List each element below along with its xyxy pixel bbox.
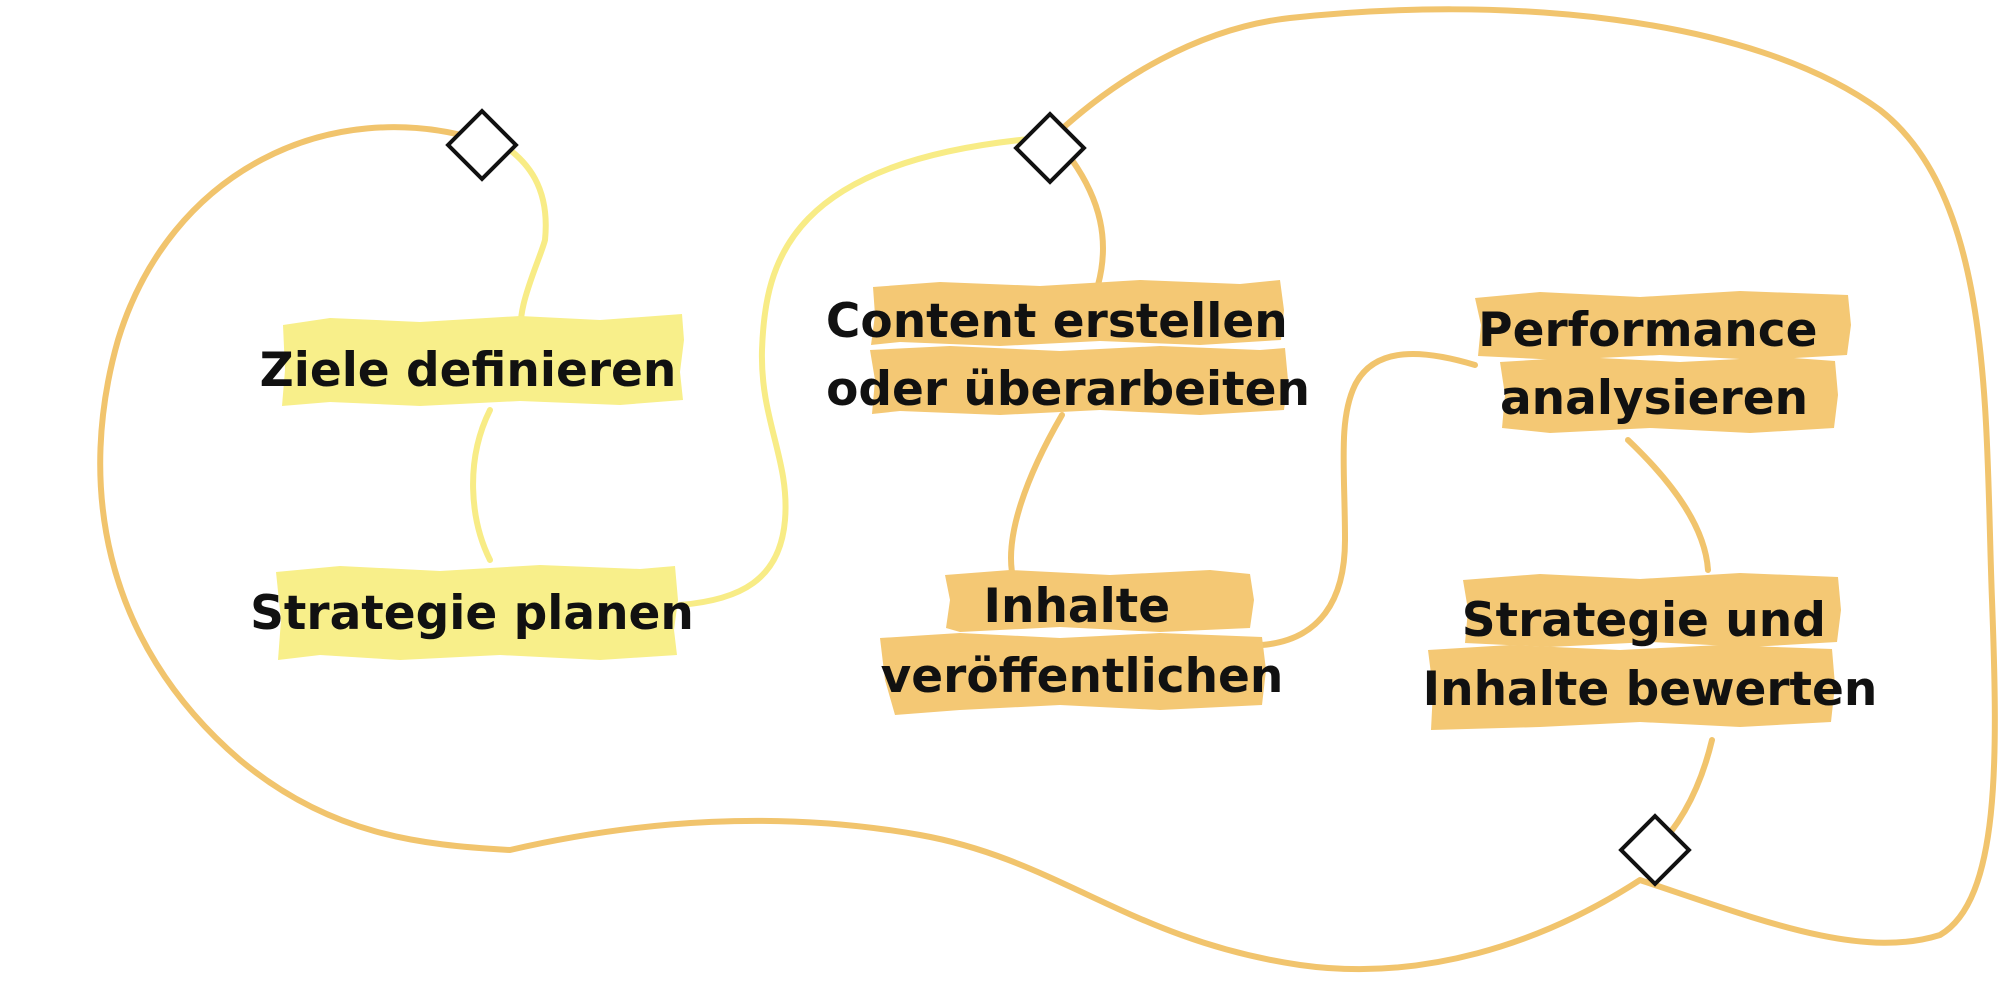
connector-inhalte-performance: [1259, 351, 1478, 648]
connector-strategie-content: [677, 135, 1043, 608]
highlight-content-2: [870, 346, 1288, 415]
connector-ziele-strategie: [470, 407, 493, 563]
highlight-inhalte-2: [880, 633, 1266, 715]
diamond-marker-1: [445, 108, 519, 182]
node-strategie-bewerten: Strategie und Inhalte bewerten: [1423, 593, 1878, 717]
connector-content-inhalte: [1008, 412, 1065, 588]
highlight-performance-1: [1475, 291, 1851, 360]
node-ziele-definieren: Ziele definieren: [260, 343, 677, 398]
highlight-inhalte-1: [945, 570, 1254, 632]
node-inhalte-veroeffentlichen: Inhalte veröffentlichen: [881, 579, 1284, 704]
highlight-bewerten-2: [1428, 645, 1835, 730]
node-strategie-planen: Strategie planen: [250, 586, 694, 641]
diamond-marker-2: [1013, 111, 1087, 185]
node-performance-analysieren: Performance analysieren: [1478, 303, 1834, 426]
node-content-erstellen: Content erstellen oder überarbeiten: [826, 294, 1310, 417]
outer-loop-line: [97, 6, 1998, 973]
highlight-performance-2: [1500, 357, 1838, 433]
connector-ziele-top: [492, 137, 549, 343]
highlight-ziele: [282, 314, 684, 406]
diamond-marker-3: [1618, 813, 1692, 887]
connector-performance-bewerten: [1625, 437, 1711, 573]
highlight-bewerten-1: [1463, 573, 1841, 647]
highlight-content-1: [871, 280, 1284, 346]
connector-diamond-content: [1069, 157, 1106, 288]
highlight-strategie-planen: [276, 565, 678, 660]
